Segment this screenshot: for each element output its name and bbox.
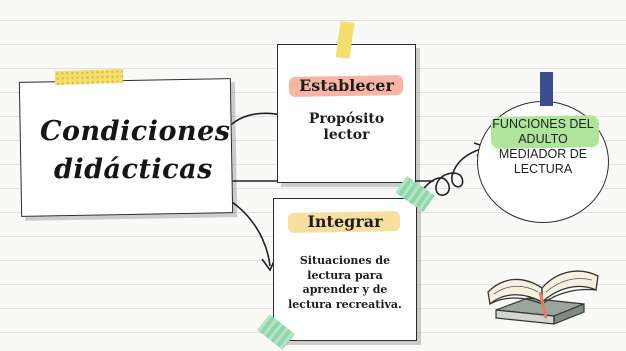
- circle-line3: MEDIADOR DE: [498, 147, 588, 161]
- curly-arrow-to-circle: [419, 147, 485, 196]
- yellow-dotted-tape: [54, 68, 124, 86]
- integrar-body: Situaciones de lectura para aprender y d…: [273, 254, 417, 312]
- page-line: [493, 285, 539, 295]
- integrar-body-line: lectura para: [307, 268, 383, 282]
- establecer-card: [277, 44, 416, 183]
- circle-line1: FUNCIONES DEL: [492, 117, 594, 131]
- books-illustration: [487, 270, 599, 325]
- open-book-right-page: [541, 270, 599, 304]
- page-line: [545, 278, 593, 293]
- integrar-heading: Integrar: [307, 212, 383, 231]
- main-card: [18, 78, 234, 217]
- circle-line2: ADULTO: [518, 132, 568, 146]
- integrar-body-line: Situaciones de: [299, 254, 391, 267]
- bookmark-ribbon: [538, 291, 548, 319]
- book-stack-spine: [553, 303, 585, 325]
- establecer-body-line1: Propósito: [308, 111, 385, 127]
- blue-tape: [540, 72, 553, 106]
- establecer-body: Propósito lector: [277, 111, 416, 143]
- main-title-line1: Condiciones: [40, 116, 231, 147]
- integrar-body-line: lectura recreativa.: [288, 297, 402, 311]
- integrar-body-line: aprender y de: [302, 283, 388, 296]
- establecer-body-line2: lector: [323, 127, 370, 143]
- main-title-line2: didácticas: [54, 154, 213, 185]
- ruled-line: [0, 20, 626, 21]
- establecer-heading: Establecer: [299, 76, 394, 95]
- circle-text: FUNCIONES DEL ADULTO MEDIADOR DE LECTURA: [480, 117, 606, 177]
- ruled-line: [0, 188, 626, 189]
- circle-line4: LECTURA: [513, 162, 573, 176]
